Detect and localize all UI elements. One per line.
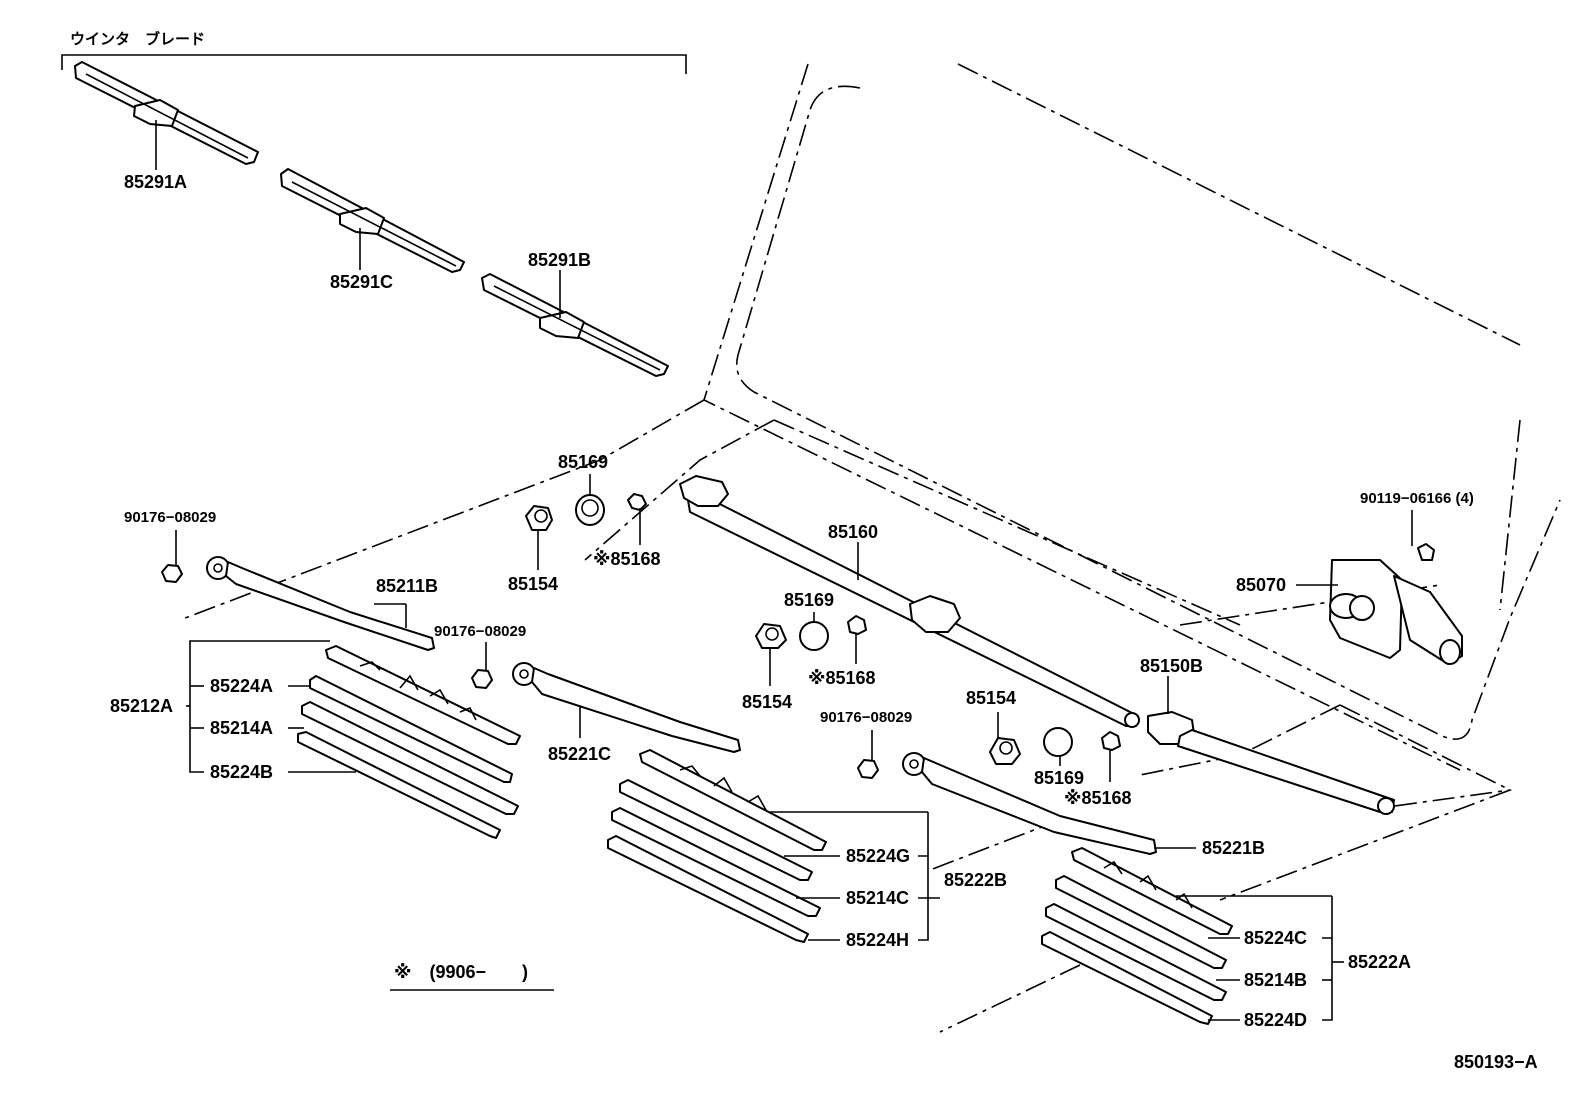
label-85211B: 85211B	[376, 576, 438, 596]
blade-rubber-85214C	[611, 807, 821, 917]
pivot-85150B	[1147, 711, 1395, 815]
blade-frame-85224G	[619, 749, 827, 881]
label-85168-a: ※85168	[593, 549, 661, 569]
bolt-90119	[1417, 543, 1435, 561]
label-85212A: 85212A	[110, 696, 173, 716]
label-85214C: 85214C	[846, 888, 909, 908]
label-85169-c: 85169	[1034, 768, 1084, 788]
bushing-85154-c	[989, 737, 1021, 765]
blade-group-title: ウインタ ブレード	[70, 30, 205, 48]
blade-backing-85224H	[607, 835, 809, 943]
label-85154-b: 85154	[742, 692, 792, 712]
back-window-outline	[179, 63, 1561, 1033]
bushing-85154-b	[755, 623, 787, 649]
label-85224C: 85224C	[1244, 928, 1307, 948]
label-85160: 85160	[828, 522, 878, 542]
label-85169-a: 85169	[558, 452, 608, 472]
label-85291A: 85291A	[124, 172, 187, 192]
blade-backing-85224D	[1041, 931, 1213, 1025]
wiper-blade-85291A	[74, 61, 259, 165]
label-85150B: 85150B	[1140, 656, 1203, 676]
nut-90176-b	[471, 669, 493, 689]
label-85291C: 85291C	[330, 272, 393, 292]
label-85070: 85070	[1236, 575, 1286, 595]
wiper-arm-85221C	[512, 662, 741, 753]
cap-85169-c	[1043, 727, 1073, 757]
nut-90176-a	[161, 564, 183, 583]
label-85222B: 85222B	[944, 870, 1007, 890]
blade-frame-85224A-assembly	[309, 645, 521, 783]
wiper-blade-85291B	[481, 273, 669, 377]
wiper-blade-85291C	[280, 168, 465, 273]
label-85221B: 85221B	[1202, 838, 1265, 858]
blade-frame-85224C	[1055, 847, 1233, 969]
label-85168-b: ※85168	[808, 668, 876, 688]
blade-backing-85224B	[297, 731, 501, 839]
nut-85168-b	[847, 615, 867, 635]
label-85221C: 85221C	[548, 744, 611, 764]
blade-rubber-85214B	[1045, 903, 1227, 1001]
label-85168-c: ※85168	[1064, 788, 1132, 808]
label-90119: 90119−06166 (4)	[1360, 490, 1474, 507]
label-85214A: 85214A	[210, 718, 273, 738]
label-85224H: 85224H	[846, 930, 909, 950]
cap-85169-b	[799, 621, 829, 651]
nut-85168-a	[627, 493, 647, 511]
label-85154-a: 85154	[508, 574, 558, 594]
label-90176-c: 90176−08029	[820, 709, 912, 726]
label-85291B: 85291B	[528, 250, 591, 270]
wiper-arm-85221B	[902, 752, 1157, 855]
wiper-motor-85070	[1329, 559, 1463, 665]
label-85224B: 85224B	[210, 762, 273, 782]
label-85214B: 85214B	[1244, 970, 1307, 990]
cap-85169-a	[575, 494, 605, 526]
label-85224D: 85224D	[1244, 1010, 1307, 1030]
blade-rubber-85214A	[301, 701, 519, 815]
label-85154-c: 85154	[966, 688, 1016, 708]
label-85169-b: 85169	[784, 590, 834, 610]
label-85224A: 85224A	[210, 676, 273, 696]
wiper-arm-85211B	[206, 556, 435, 651]
label-85222A: 85222A	[1348, 952, 1411, 972]
nut-90176-c	[857, 759, 879, 779]
nut-85168-c	[1101, 731, 1121, 751]
link-rod-85160	[679, 475, 1140, 728]
figure-id: 850193−A	[1454, 1052, 1538, 1072]
footnote-text: ※ (9906− )	[394, 962, 528, 982]
blade-group-bracket: ウインタ ブレード	[61, 30, 687, 74]
label-90176-b: 90176−08029	[434, 623, 526, 640]
label-85224G: 85224G	[846, 846, 910, 866]
bushing-85154-a	[525, 505, 553, 531]
label-90176-a: 90176−08029	[124, 509, 216, 526]
